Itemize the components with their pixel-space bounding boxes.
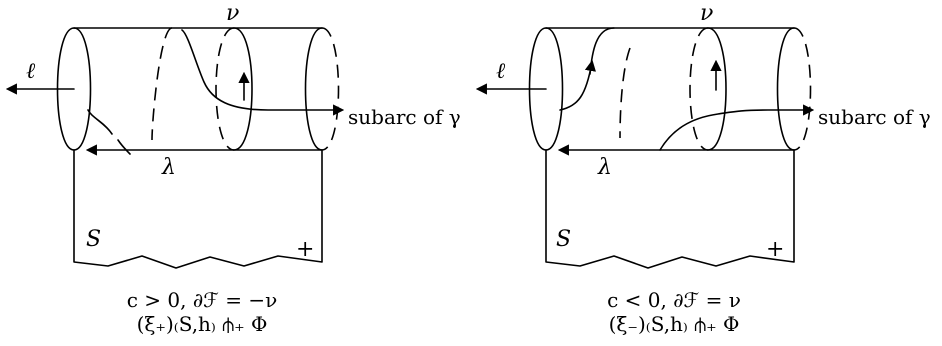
- label-lambda: λ: [161, 155, 176, 180]
- caption-line-1: c < 0, ∂ℱ = ν: [607, 288, 741, 312]
- label-s: S: [86, 227, 101, 252]
- caption-line-2: (ξ₊)₍S,h₎ ⫛₊ Φ: [137, 312, 268, 336]
- label-ell: ℓ: [496, 59, 506, 84]
- label-plus: +: [766, 237, 784, 262]
- label-nu: ν: [226, 1, 239, 26]
- surface-s-box: [545, 149, 795, 269]
- label-s: S: [556, 227, 571, 252]
- surface-s-box: [73, 149, 323, 269]
- label-ell: ℓ: [26, 59, 36, 84]
- label-plus: +: [296, 237, 314, 262]
- cylinder-left: [56, 27, 340, 151]
- label-lambda: λ: [597, 155, 612, 180]
- label-subarc: subarc of γ: [348, 105, 461, 129]
- panel-left: ℓ ν λ subarc of γ S + c > 0, ∂ℱ = −ν (ξ₊…: [5, 1, 461, 336]
- cylinder-right: [528, 27, 812, 151]
- gamma-subarc-left: [181, 29, 345, 116]
- caption-line-2: (ξ₋)₍S,h₎ ⫛₊ Φ: [609, 312, 740, 336]
- gamma-subarc-right: [659, 104, 815, 151]
- label-nu: ν: [700, 1, 713, 26]
- caption-line-1: c > 0, ∂ℱ = −ν: [127, 288, 278, 312]
- label-subarc: subarc of γ: [818, 105, 931, 129]
- panel-right: ℓ ν λ subarc of γ S + c < 0, ∂ℱ = ν (ξ₋)…: [475, 1, 931, 336]
